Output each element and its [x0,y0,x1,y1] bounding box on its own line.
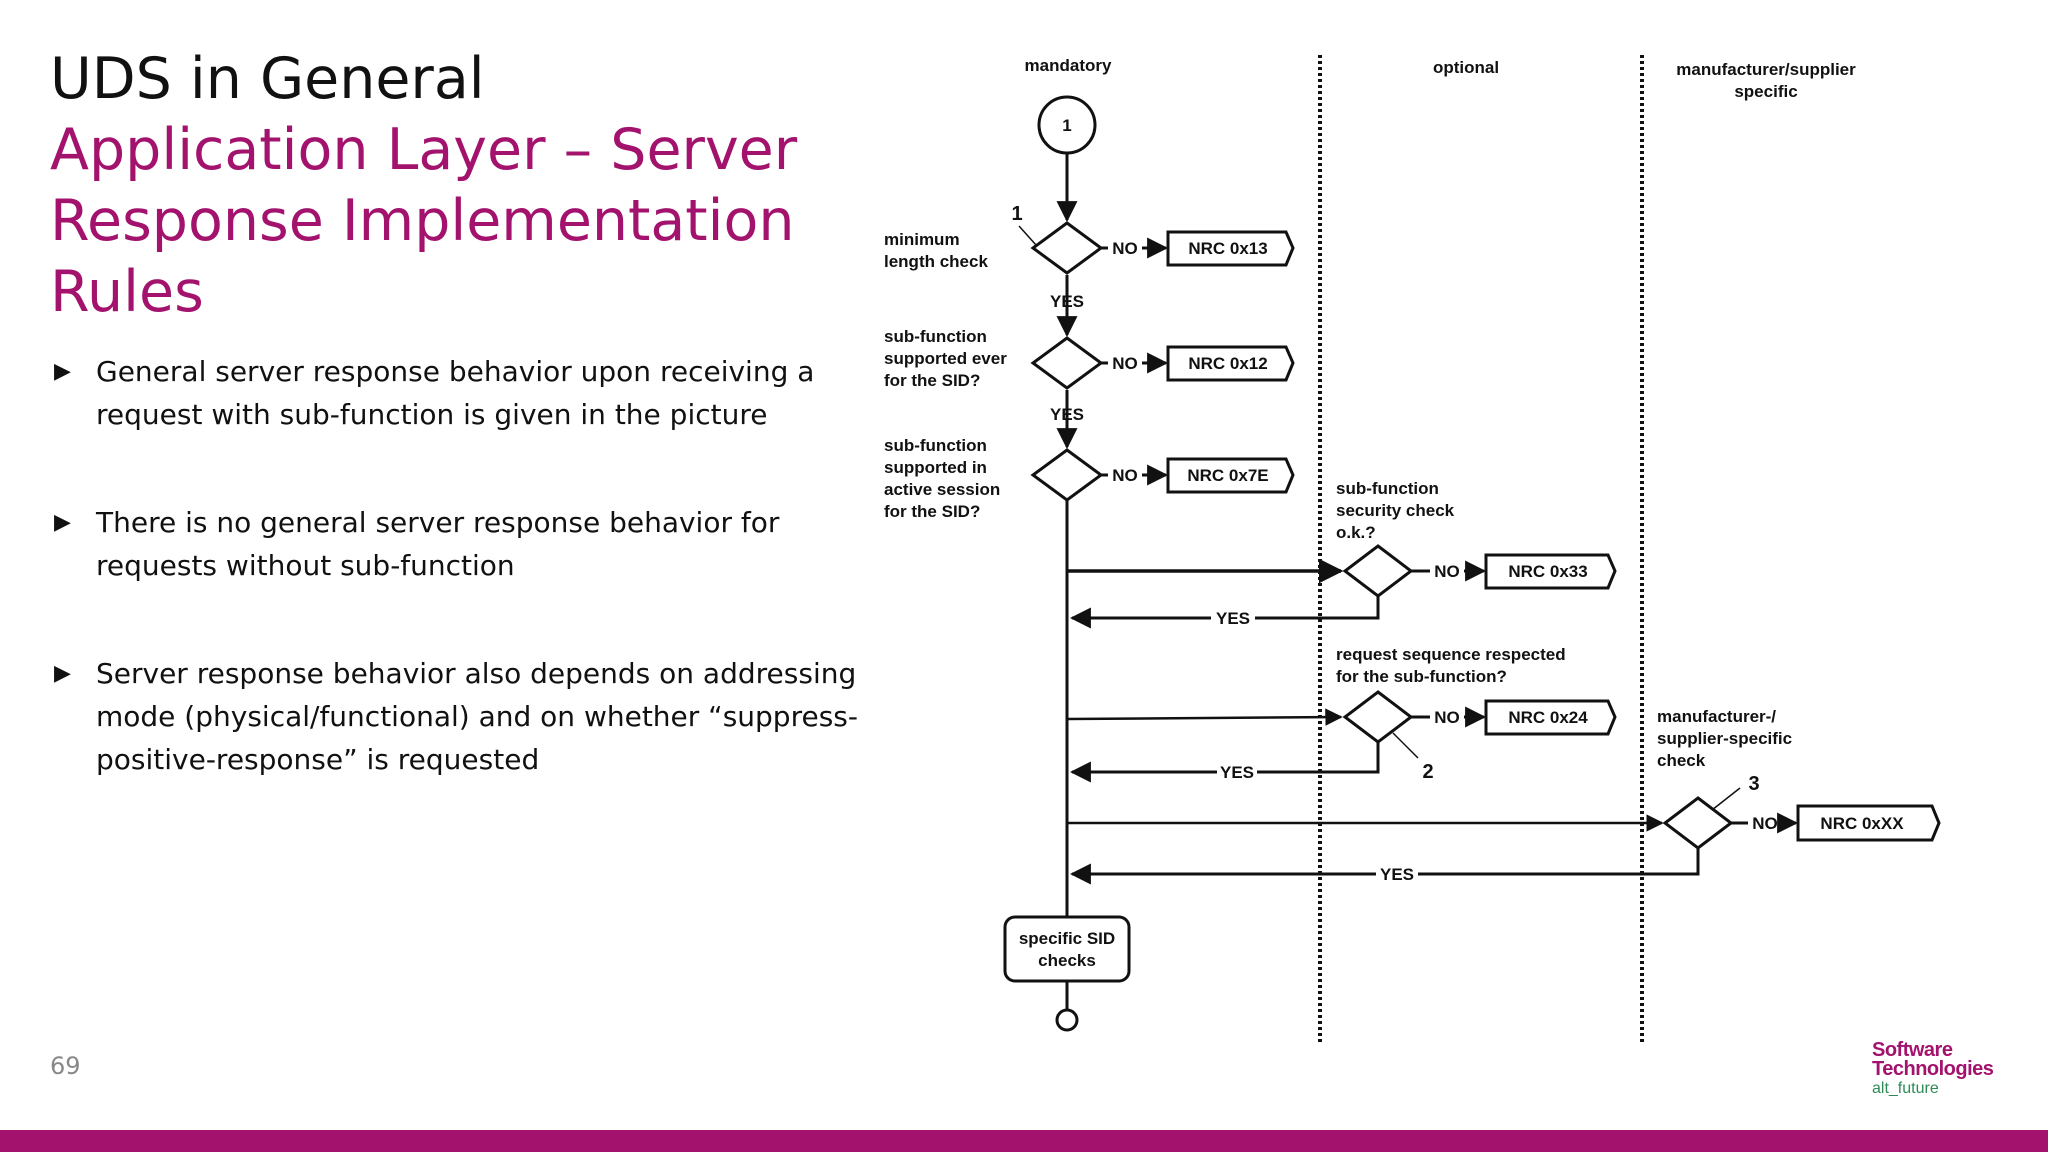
no-label: NO [1112,466,1138,485]
nrc-box-0x12 [1166,345,1295,382]
svg-text:minimum: minimum [884,230,960,249]
yes-label: YES [1050,405,1084,424]
flow-diagram: mandatory optional manufacturer/supplier… [884,55,1941,1042]
no-label: NO [1434,708,1460,727]
bullet-list: ▶ General server response behavior upon … [50,350,860,846]
decision-security [1342,544,1414,598]
page-number: 69 [50,1052,81,1080]
company-logo: Software Technologies alt_future [1872,1039,1994,1098]
svg-text:length check: length check [884,252,988,271]
label-security: sub-function security check o.k.? [1336,479,1455,542]
end-box-specific-sid-checks [1003,915,1131,983]
nrc-label: NRC 0xXX [1820,814,1904,833]
svg-text:request sequence respected: request sequence respected [1336,645,1566,664]
svg-text:sub-function: sub-function [884,327,987,346]
slide-subtitle: Application Layer – Server Response Impl… [50,117,798,325]
nrc-label: NRC 0x24 [1508,708,1588,727]
yes-label: YES [1220,763,1254,782]
nrc-label: NRC 0x33 [1508,562,1587,581]
bullet-item: ▶ Server response behavior also depends … [50,652,860,781]
nrc-box-0x33 [1484,553,1617,590]
svg-text:sub-function: sub-function [1336,479,1439,498]
svg-text:checks: checks [1038,951,1096,970]
svg-text:check: check [1657,751,1706,770]
bullet-item: ▶ There is no general server response be… [50,501,860,587]
no-label: NO [1112,354,1138,373]
no-label: NO [1112,239,1138,258]
yes-label: YES [1050,292,1084,311]
nrc-label: NRC 0x12 [1188,354,1267,373]
triangle-bullet-icon: ▶ [54,661,71,686]
bottom-accent-bar [0,1130,2048,1152]
svg-text:for the SID?: for the SID? [884,502,980,521]
svg-text:sub-function: sub-function [884,436,987,455]
svg-text:security check: security check [1336,501,1455,520]
bullet-text: Server response behavior also depends on… [96,657,858,776]
nrc-label: NRC 0x7E [1187,466,1268,485]
svg-text:for the SID?: for the SID? [884,371,980,390]
nrc-box-0x13 [1166,230,1295,267]
decision-manufacturer [1662,796,1734,850]
column-label-manufacturer-line2: specific [1734,82,1797,101]
no-label: NO [1752,814,1778,833]
nrc-box-0x24 [1484,699,1617,736]
column-label-optional: optional [1433,58,1499,77]
bullet-text: General server response behavior upon re… [96,355,815,431]
nrc-box-0x7e [1166,457,1295,494]
svg-text:supported ever: supported ever [884,349,1007,368]
slide-title: UDS in General [50,46,485,112]
logo-line2: Technologies [1872,1058,1994,1080]
column-label-manufacturer-line1: manufacturer/supplier [1676,60,1856,79]
triangle-bullet-icon: ▶ [54,510,71,535]
svg-text:o.k.?: o.k.? [1336,523,1376,542]
start-connector-label: 1 [1062,116,1071,135]
end-connector [1055,1008,1079,1032]
column-label-manufacturer: manufacturer/supplier specific [1676,60,1856,101]
bullet-item: ▶ General server response behavior upon … [50,350,860,436]
label-min-length: minimum length check [884,230,988,271]
logo-line1: Software [1872,1039,1953,1061]
callout-1: 1 [1011,203,1022,225]
decision-min-length [1030,221,1104,275]
no-label: NO [1434,562,1460,581]
yes-label: YES [1216,609,1250,628]
logo-line3: alt_future [1872,1080,1939,1097]
label-subfunc-ever: sub-function supported ever for the SID? [884,327,1007,390]
triangle-bullet-icon: ▶ [54,359,71,384]
label-manufacturer: manufacturer-/ supplier-specific check [1657,707,1792,770]
decision-subfunc-session [1030,448,1104,502]
callout-2: 2 [1422,761,1433,783]
nrc-label: NRC 0x13 [1188,239,1267,258]
bullet-text: There is no general server response beha… [96,506,780,582]
svg-text:active session: active session [884,480,1000,499]
decision-sequence [1342,690,1414,744]
svg-text:specific SID: specific SID [1019,929,1115,948]
svg-text:for the sub-function?: for the sub-function? [1336,667,1507,686]
column-label-mandatory: mandatory [1025,56,1112,75]
end-box-label: specific SID checks [1019,929,1115,970]
svg-text:manufacturer-/: manufacturer-/ [1657,707,1776,726]
label-sequence: request sequence respected for the sub-f… [1336,645,1566,686]
decision-subfunc-ever [1030,336,1104,390]
svg-text:supported in: supported in [884,458,987,477]
callout-3: 3 [1748,773,1759,795]
svg-text:supplier-specific: supplier-specific [1657,729,1792,748]
nrc-box-0xxx [1796,804,1941,842]
title-block: UDS in General Application Layer – Serve… [50,44,870,328]
yes-label: YES [1380,865,1414,884]
label-subfunc-session: sub-function supported in active session… [884,436,1000,521]
